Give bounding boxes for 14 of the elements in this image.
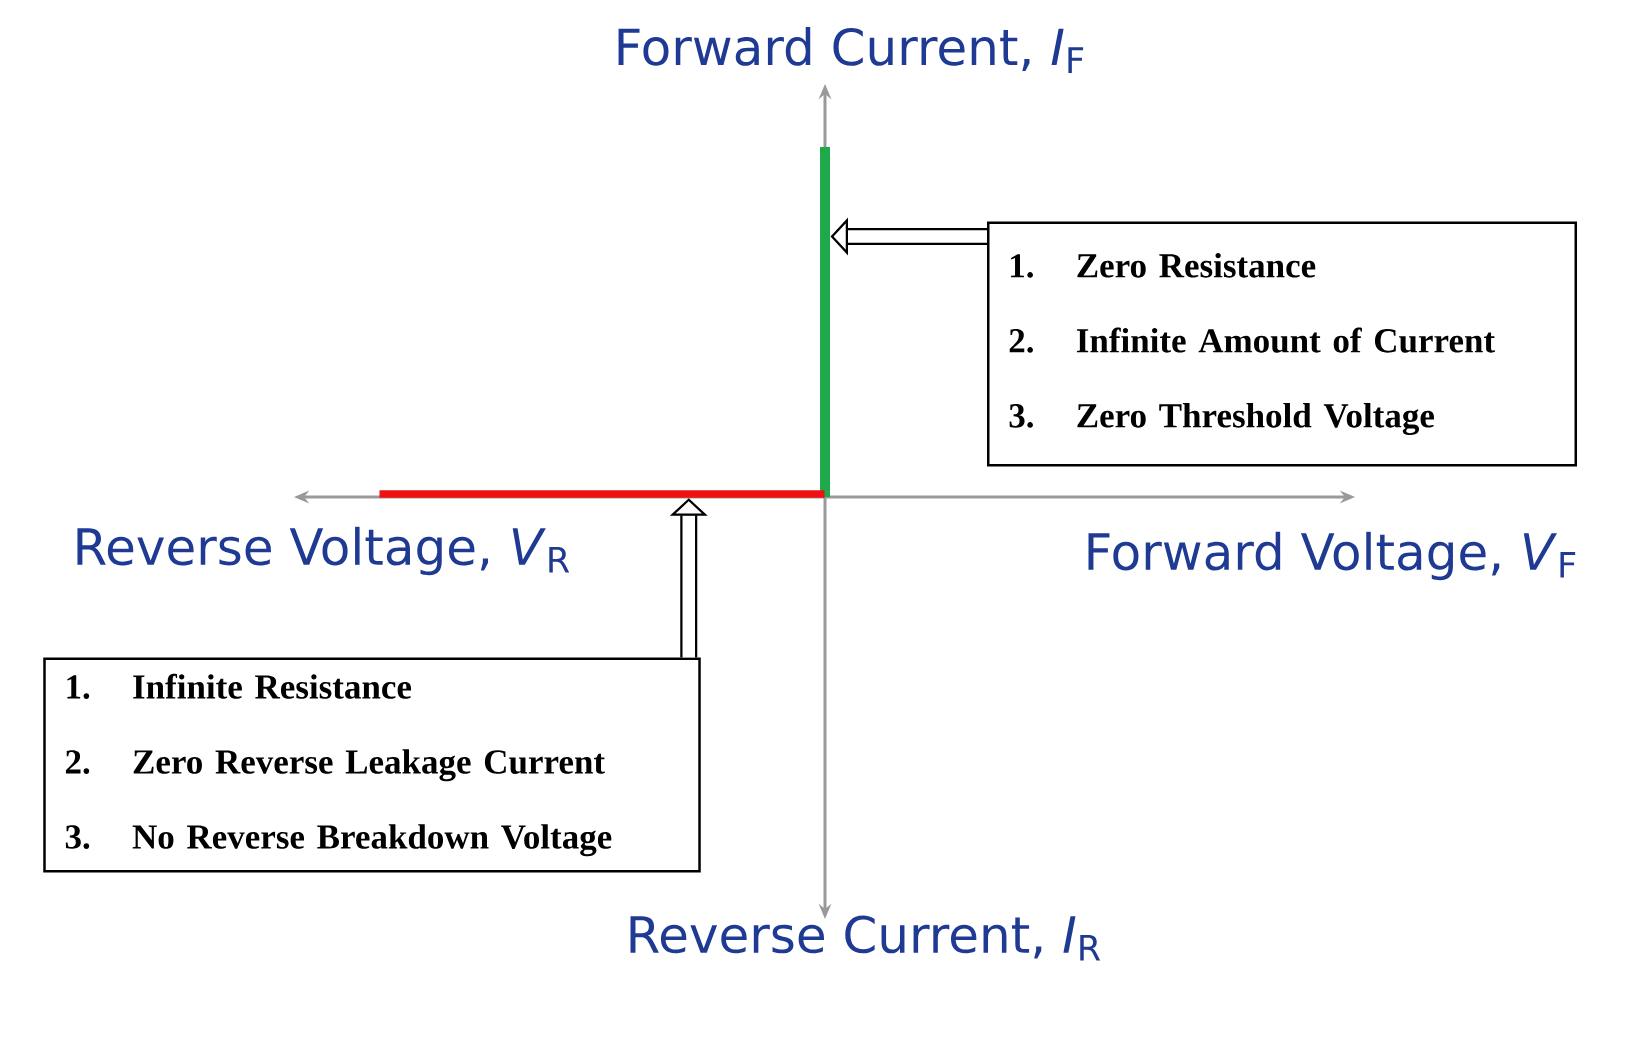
text-box xyxy=(987,221,1577,467)
list-item: 2. Infinite Amount of Current xyxy=(1009,327,1495,353)
axis-label: Reverse Voltage, V$_{R}$ xyxy=(77,526,570,576)
axis-label: Forward Current, I$_{F}$ xyxy=(618,27,1084,73)
axis-label: Reverse Current, I$_{R}$ xyxy=(630,915,1101,961)
list-item: 1. Infinite Resistance xyxy=(67,673,412,699)
text-box xyxy=(43,657,701,873)
list-item: 2. Zero Reverse Leakage Current xyxy=(65,749,605,782)
list-item: 3. No Reverse Breakdown Voltage xyxy=(65,824,612,857)
plot-segment xyxy=(379,490,825,498)
axis-label: Forward Voltage, V$_{F}$ xyxy=(1088,531,1576,581)
plot-segment xyxy=(820,147,830,497)
list-item: 3. Zero Threshold Voltage xyxy=(1009,402,1434,435)
list-item: 1. Zero Resistance xyxy=(1011,252,1316,278)
